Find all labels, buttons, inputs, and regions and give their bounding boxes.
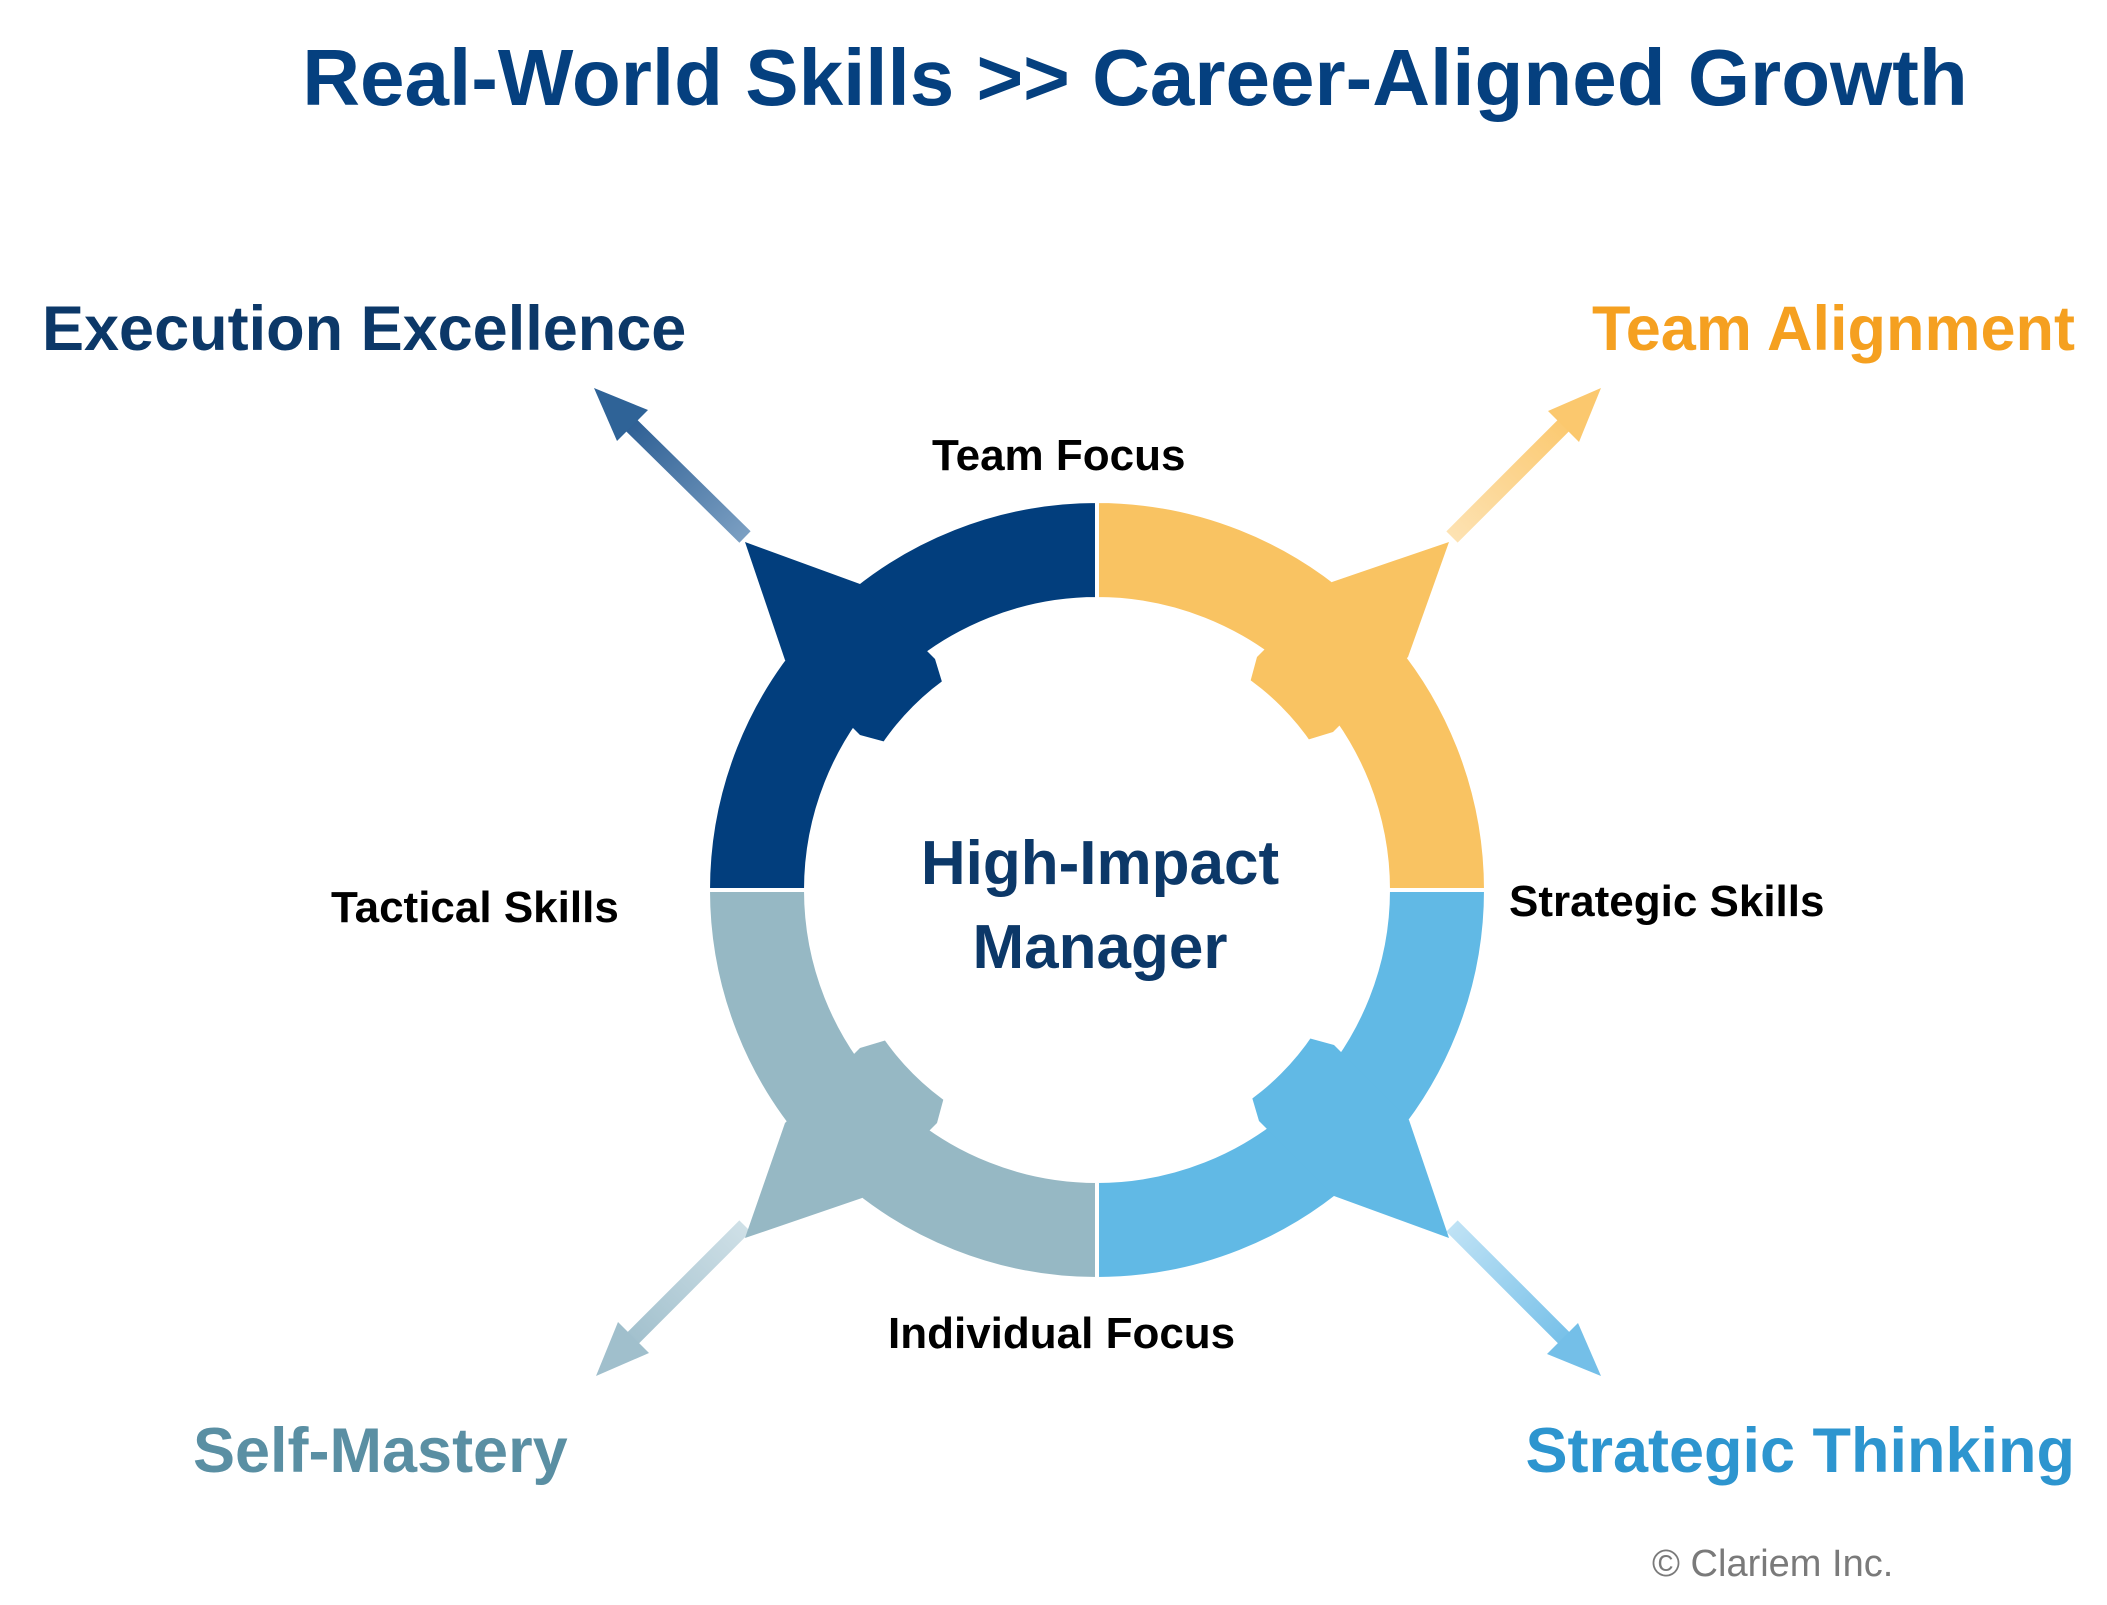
- center-label: High-Impact Manager: [850, 822, 1350, 989]
- axis-label-bottom: Individual Focus: [888, 1309, 1236, 1358]
- arrow-execution-excellence: [594, 388, 751, 543]
- arrow-team-alignment: [1446, 388, 1601, 543]
- arrowhead-strategic-thinking: [1228, 1016, 1449, 1238]
- ring-segment-strategic-thinking: [1095, 888, 1489, 1282]
- arrow-self-mastery: [596, 1220, 751, 1376]
- axis-label-left: Tactical Skills: [331, 883, 619, 932]
- axis-label-top: Team Focus: [932, 431, 1186, 480]
- quadrant-label-self-mastery: Self-Mastery: [193, 1416, 568, 1486]
- axis-label-right: Strategic Skills: [1509, 877, 1825, 926]
- copyright-notice: © Clariem Inc.: [1652, 1543, 1894, 1585]
- center-label-line2: Manager: [972, 912, 1228, 982]
- arrow-strategic-thinking: [1446, 1220, 1601, 1376]
- page-title: Real-World Skills >> Career-Aligned Grow…: [302, 33, 1968, 122]
- center-label-line1: High-Impact: [920, 829, 1280, 898]
- quadrant-label-strategic-thinking: Strategic Thinking: [1525, 1416, 2075, 1486]
- arrowhead-team-alignment: [1228, 542, 1449, 764]
- ring-segment-self-mastery: [705, 888, 1099, 1282]
- quadrant-label-team-alignment: Team Alignment: [1591, 294, 2075, 364]
- arrowhead-self-mastery: [745, 1016, 966, 1238]
- quadrant-label-execution-excellence: Execution Excellence: [42, 294, 687, 364]
- ring-center: [837, 630, 1357, 1150]
- ring-segment-team-alignment: [1095, 498, 1489, 892]
- ring-segment-execution-excellence: [705, 498, 1099, 892]
